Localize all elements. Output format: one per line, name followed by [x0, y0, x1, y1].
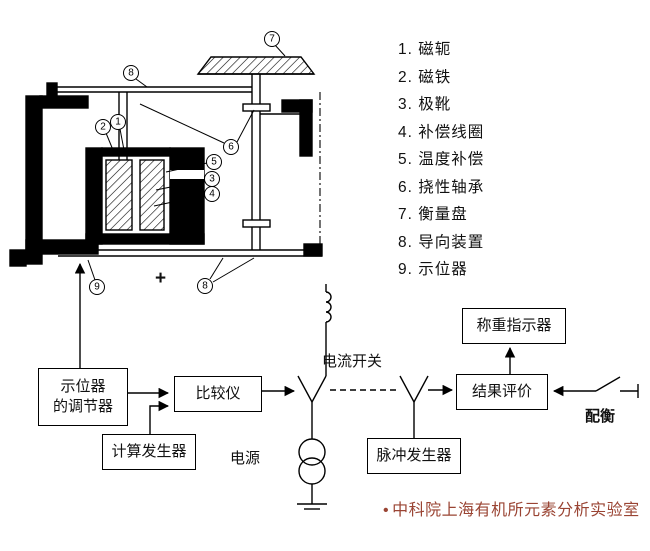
balance-mechanism [9, 56, 323, 267]
callout-1: 1 [110, 114, 126, 130]
callout-9: 9 [89, 279, 105, 295]
power-supply-label: 电源 [230, 450, 261, 467]
coil-feed-line [325, 284, 332, 376]
position-regulator-box: 示位器 的调节器 [38, 368, 128, 426]
guide-rod [46, 82, 252, 97]
magnetic-yoke [9, 95, 99, 267]
watermark-text: 中科院上海有机所元素分析实验室 [392, 502, 640, 519]
callout-8-bottom: 8 [197, 278, 213, 294]
taring-switch-symbol [552, 376, 639, 398]
calc-generator-box: 计算发生器 [102, 434, 196, 470]
callout-5: 5 [206, 154, 222, 170]
current-switch-symbol-2 [399, 375, 429, 438]
watermark: •中科院上海有机所元素分析实验室 [383, 496, 640, 520]
legend-item-2: 2. 磁铁 [398, 68, 452, 86]
callout-3: 3 [204, 171, 220, 187]
plus-sign: + [155, 268, 167, 289]
pulse-generator-box: 脉冲发生器 [367, 438, 461, 474]
current-switch-symbol-1 [297, 375, 327, 439]
callout-4: 4 [204, 186, 220, 202]
callout-2: 2 [95, 119, 111, 135]
svg-text:8: 8 [128, 68, 134, 79]
inductor-icon [325, 291, 332, 323]
callout-6: 6 [223, 139, 239, 155]
callout-7: 7 [264, 31, 280, 47]
svg-text:6: 6 [228, 142, 234, 153]
callout-8-top: 8 [123, 65, 139, 81]
callout-bubbles: 7 8 2 1 6 5 3 4 9 8 [89, 31, 280, 295]
legend: 1. 磁轭 2. 磁铁 3. 极靴 4. 补偿线圈 5. 温度补偿 6. 挠性轴… [398, 36, 484, 284]
result-evaluation-box: 结果评价 [456, 374, 548, 410]
legend-item-6: 6. 挠性轴承 [398, 178, 485, 196]
comparator-box: 比较仪 [174, 376, 262, 412]
legend-item-9: 9. 示位器 [398, 261, 468, 278]
legend-item-5: 5. 温度补偿 [398, 151, 485, 168]
right-frame-bracket [260, 99, 323, 257]
support-column [242, 74, 271, 250]
svg-text:8: 8 [202, 281, 208, 292]
legend-item-8: 8. 导向装置 [398, 233, 485, 251]
weighing-indicator-box: 称重指示器 [462, 308, 566, 344]
circuit-connectors [74, 262, 639, 510]
legend-item-4: 4. 补偿线圈 [398, 123, 485, 141]
legend-item-7: 7. 衡量盘 [398, 206, 468, 223]
svg-text:5: 5 [211, 157, 217, 168]
svg-text:3: 3 [209, 174, 215, 185]
current-switch-label: 电流开关 [322, 353, 383, 370]
counterweight-label: 配衡 [585, 408, 616, 425]
base-bar [58, 249, 322, 257]
callout-leaders [87, 44, 286, 283]
svg-text:9: 9 [94, 282, 100, 293]
weighing-pan [196, 56, 316, 75]
svg-text:1: 1 [115, 117, 121, 128]
svg-text:7: 7 [269, 34, 275, 45]
legend-item-1: 1. 磁轭 [398, 41, 452, 58]
svg-text:2: 2 [100, 122, 106, 133]
legend-item-3: 3. 极靴 [398, 96, 452, 113]
watermark-bullet-icon: • [383, 502, 390, 519]
power-source-symbol [297, 438, 327, 510]
svg-text:4: 4 [209, 189, 215, 200]
